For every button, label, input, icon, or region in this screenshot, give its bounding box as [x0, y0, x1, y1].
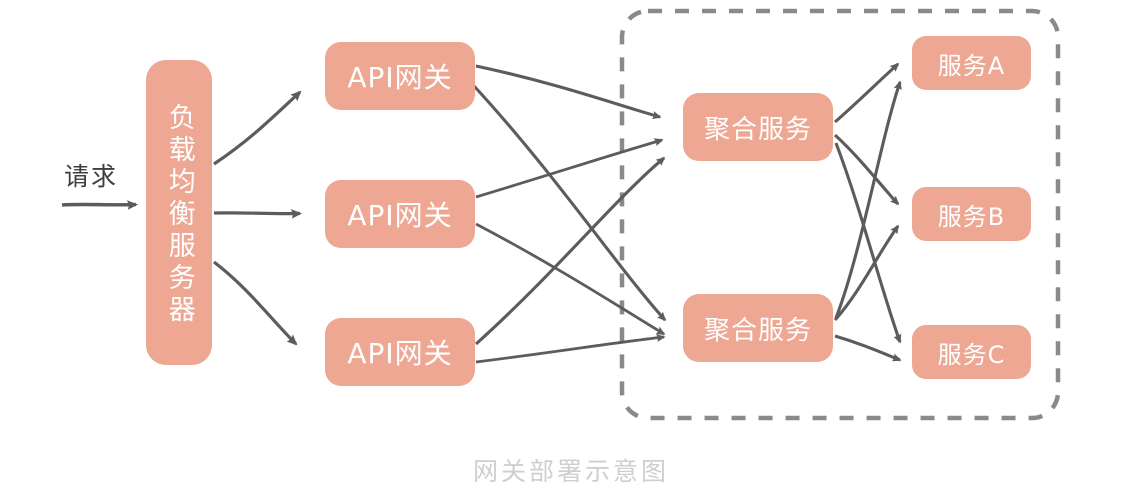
edge-lb-to-gw2 [213, 209, 302, 219]
node-aggregation-service-2[interactable]: 聚合服务 [683, 294, 833, 362]
edge-request-to-lb [61, 200, 138, 210]
edge-agg2-to-svcB [833, 224, 900, 322]
edge-gw2-to-agg2 [475, 222, 666, 336]
edge-agg2-to-svcA [834, 80, 902, 319]
edge-agg1-to-svcA [833, 62, 900, 124]
node-service-a[interactable]: 服务A [912, 36, 1031, 90]
node-api-gateway-2[interactable]: API网关 [325, 180, 475, 248]
node-aggregation-service-1[interactable]: 聚合服务 [683, 93, 833, 161]
edge-agg1-to-svcB [833, 133, 900, 206]
edge-gw1-to-agg2 [472, 84, 667, 322]
edge-gw1-to-agg1 [475, 64, 662, 120]
node-api-gateway-1[interactable]: API网关 [325, 42, 475, 110]
node-service-c[interactable]: 服务C [912, 325, 1031, 379]
edge-agg2-to-svcC [834, 334, 902, 362]
edge-gw3-to-agg2 [475, 333, 666, 364]
edge-gw3-to-agg1 [474, 156, 666, 346]
edge-gw2-to-agg1 [475, 138, 664, 199]
node-service-b[interactable]: 服务B [912, 187, 1031, 241]
node-api-gateway-3[interactable]: API网关 [325, 318, 475, 386]
edge-agg1-to-svcC [834, 142, 902, 344]
diagram-caption: 网关部署示意图 [472, 457, 669, 486]
edge-lb-to-gw1 [213, 90, 302, 166]
request-label: 请求 [64, 162, 119, 191]
edge-lb-to-gw3 [213, 260, 298, 346]
node-load-balancer[interactable]: 负载均衡服务器 [146, 60, 212, 365]
